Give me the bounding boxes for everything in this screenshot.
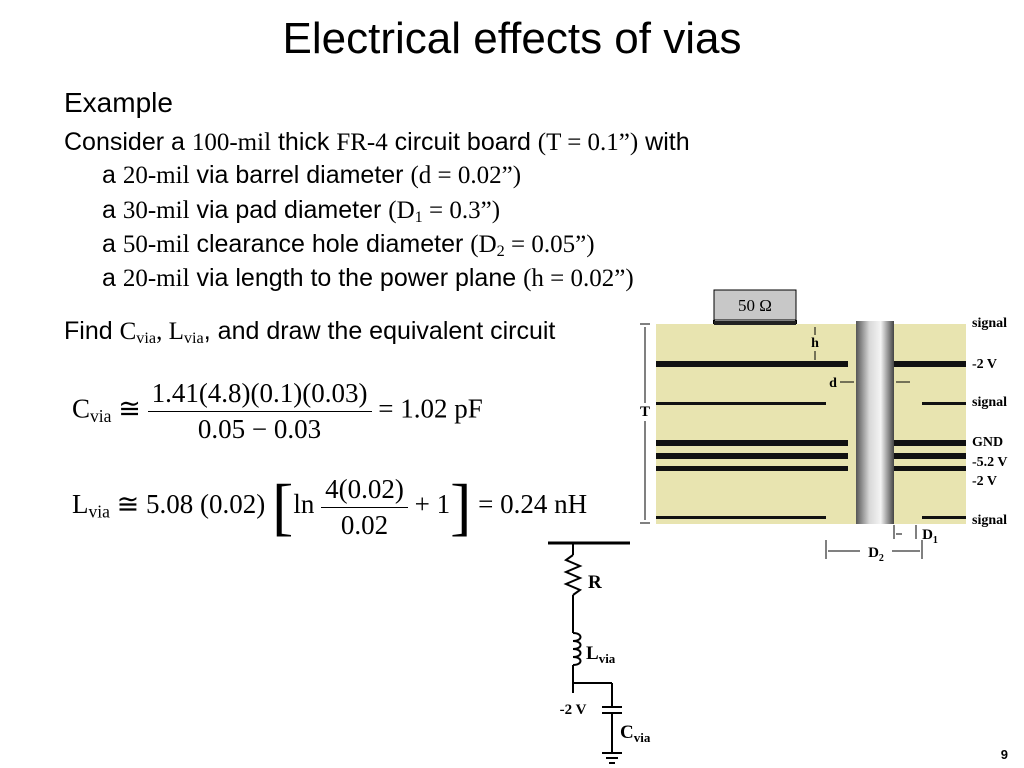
capacitance-equation: Cvia ≅ 1.41(4.8)(0.1)(0.03) 0.05 − 0.03 … xyxy=(72,378,483,445)
circuit-board xyxy=(656,324,966,524)
layer-labels: signal -2 V signal GND -5.2 V -2 V signa… xyxy=(972,316,1008,528)
layer-label: signal xyxy=(972,395,1007,410)
item-via-length: a 20-mil via length to the power plane (… xyxy=(102,264,634,292)
source-label: 50 Ω xyxy=(738,296,772,315)
inductor-label: Lvia xyxy=(586,643,616,666)
T-label: T xyxy=(640,404,650,420)
find-line: Find Cvia, Lvia, and draw the equivalent… xyxy=(64,317,556,348)
D1-dimension xyxy=(893,525,917,539)
item-clearance-hole: a 50-mil clearance hole diameter (D2 = 0… xyxy=(102,230,595,261)
top-pad xyxy=(714,321,796,325)
layer-label: -5.2 V xyxy=(972,455,1008,470)
layer-label: -2 V xyxy=(972,357,997,372)
h-label: h xyxy=(811,336,819,351)
board-layers xyxy=(656,361,966,519)
D2-dimension xyxy=(825,540,923,559)
T-dimension xyxy=(640,323,650,524)
resistor-label: R xyxy=(588,572,602,593)
ground-icon xyxy=(602,752,622,764)
item-barrel-diameter: a 20-mil via barrel diameter (d = 0.02”) xyxy=(102,161,522,189)
layer-label: GND xyxy=(972,435,1003,450)
slide-title: Electrical effects of vias xyxy=(282,14,742,63)
inductor-symbol xyxy=(572,632,582,666)
voltage-label: -2 V xyxy=(560,702,587,718)
item-pad-diameter: a 30-mil via pad diameter (D1 = 0.3”) xyxy=(102,196,501,227)
layer-label: -2 V xyxy=(972,474,997,489)
capacitor-label: Cvia xyxy=(620,722,651,745)
equivalent-circuit: R Lvia -2 V Cvia xyxy=(548,541,651,764)
inductance-fraction: 4(0.02) 0.02 xyxy=(321,474,408,541)
inductance-equation: Lvia ≅ 5.08 (0.02) [ln 4(0.02) 0.02 + 1]… xyxy=(72,471,588,542)
example-heading: Example xyxy=(64,87,173,118)
via-cross-section-diagram: 50 Ω T h d D1 D2 signal - xyxy=(640,289,1008,564)
D1-label: D1 xyxy=(922,527,938,546)
source-resistor-box xyxy=(713,289,797,321)
page-number: 9 xyxy=(1000,747,1008,762)
layer-label: signal xyxy=(972,316,1007,331)
layer-label: signal xyxy=(972,513,1007,528)
d-label: d xyxy=(829,376,837,391)
via-barrel xyxy=(856,321,894,524)
consider-line: Consider a 100-mil thick FR-4 circuit bo… xyxy=(64,128,690,156)
capacitance-fraction: 1.41(4.8)(0.1)(0.03) 0.05 − 0.03 xyxy=(147,378,372,445)
resistor-symbol xyxy=(563,554,583,596)
D2-label: D2 xyxy=(868,545,884,564)
